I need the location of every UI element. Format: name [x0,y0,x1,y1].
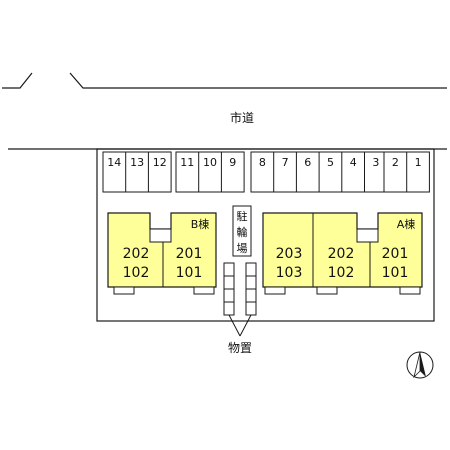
building-a-outline [262,212,423,288]
site-boundary [96,148,435,322]
parking-group-1 [102,151,172,193]
building-b-unit-1-lower: 102 [123,265,150,281]
parking-stall-number: 5 [327,156,334,169]
bicycle-parking-char-2: 輪 [237,225,248,239]
parking-stall-number: 4 [350,156,357,169]
north-arrow-icon [406,351,434,379]
building-b-unit-2-lower: 101 [176,265,203,281]
building-a-unit-2-upper: 202 [328,246,355,262]
building-a-name: A棟 [397,217,416,231]
parking-stall-number: 11 [180,156,194,169]
bicycle-parking-char-3: 場 [237,242,248,255]
bicycle-parking-box [232,205,252,257]
parking-stall-number: 10 [203,156,217,169]
building-b-outline [107,212,217,288]
parking-stall-number: 8 [259,156,266,169]
storage-sheds [223,262,257,316]
parking-stall-number: 9 [229,156,236,169]
building-a-unit-2-lower: 102 [328,265,355,281]
bicycle-parking-char-1: 駐 [237,209,248,223]
building-a-stair [356,228,379,243]
road-label: 市道 [230,110,254,125]
building-b-name: B棟 [191,217,210,231]
parking-stall-number: 6 [304,156,311,169]
parking-stall-number: 2 [392,156,399,169]
building-a-unit-1-lower: 103 [276,265,303,281]
building-a-balcony-3 [399,286,421,295]
building-b-stair [149,228,172,243]
building-a-unit-1-upper: 203 [276,246,303,262]
building-b-balcony-1 [113,286,135,295]
storage-leader-lines [228,314,252,337]
bicycle-parking: 駐 輪 場 [232,205,252,257]
building-a-unit-3-lower: 101 [382,265,409,281]
parking-stall-number: 13 [130,156,144,169]
parking-stall-number: 3 [372,156,379,169]
road-corner-marks [2,72,447,89]
parking-stall-number: 14 [107,156,121,169]
parking-stall-number: 1 [415,156,422,169]
building-b-balcony-2 [193,286,215,295]
building-a-balcony-2 [316,286,338,295]
building-a: A棟 203 103 202 102 201 101 [262,212,423,295]
building-a-balcony-1 [264,286,286,295]
building-a-unit-3-upper: 201 [382,246,409,262]
storage-label: 物置 [228,341,252,355]
parking-stall-number: 12 [153,156,167,169]
building-b: B棟 202 102 201 101 [107,212,217,295]
parking-group-2 [175,151,245,193]
parking-stall-number: 7 [282,156,289,169]
building-b-unit-1-upper: 202 [123,246,150,262]
building-b-unit-2-upper: 201 [176,246,203,262]
